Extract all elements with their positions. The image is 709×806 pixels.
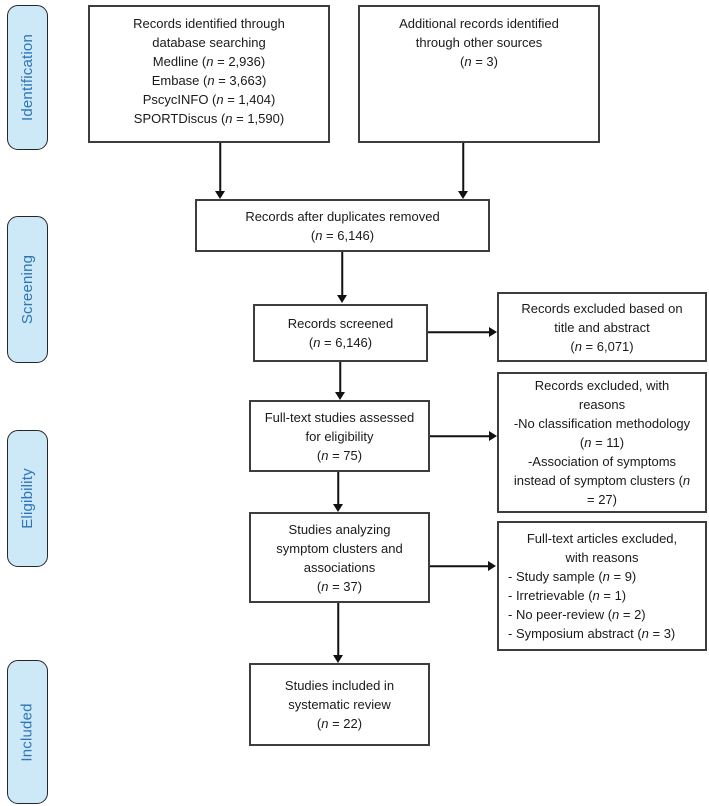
text-line: associations xyxy=(303,559,376,575)
box-other-sources: Additional records identified through oth… xyxy=(358,5,600,143)
text-line: symptom clusters and xyxy=(276,540,403,556)
text-line: PscycINFO (n = 1,404) xyxy=(142,92,276,107)
arrow-other-sources-to-duplicates xyxy=(458,143,468,199)
text-line-item: - Study sample (n = 9) xyxy=(508,569,637,584)
stage-screening-label: Screening xyxy=(19,254,37,325)
text-line: Records excluded based on xyxy=(521,300,683,316)
text-line: (n = 6,146) xyxy=(308,335,373,350)
arrow-clusters-to-included xyxy=(333,603,343,663)
text-line: instead of symptom clusters (n xyxy=(513,473,691,488)
box-symptom-clusters: Studies analyzing symptom clusters and ass… xyxy=(249,512,430,603)
text-line-item: - Symposium abstract (n = 3) xyxy=(508,626,676,641)
text-line: SPORTDiscus (n = 1,590) xyxy=(133,111,285,126)
text-line: (n = 75) xyxy=(316,447,363,463)
box-included-review: Studies included in systematic review (n =… xyxy=(249,663,430,746)
text-line: (n = 22) xyxy=(316,716,363,731)
text-line: Embase (n = 3,663) xyxy=(151,73,267,88)
arrow-screened-to-excluded xyxy=(428,327,497,337)
text-line: Medline (n = 2,936) xyxy=(152,54,266,69)
arrow-clusters-to-fulltext-excluded xyxy=(430,561,496,571)
text-line: (n = 6,071) xyxy=(570,338,634,354)
text-line: -No classification methodology xyxy=(513,416,691,431)
text-line: Records after duplicates removed xyxy=(245,208,440,224)
text-line: Records excluded, with xyxy=(534,378,670,393)
stage-identification-label: Identification xyxy=(19,33,36,122)
text-line: Studies analyzing xyxy=(288,521,391,537)
text-line: through other sources xyxy=(415,35,543,50)
stage-screening: Screening xyxy=(7,216,48,363)
box-excluded-title-abstract: Records excluded based on title and abstr… xyxy=(497,292,707,362)
text-line: Studies included in xyxy=(284,678,395,693)
box-database-search: Records identified through database searc… xyxy=(88,5,330,143)
text-line: title and abstract xyxy=(554,319,650,335)
text-line: for eligibility xyxy=(305,428,374,444)
arrow-fulltext-to-excluded-reasons xyxy=(430,431,497,441)
text-line: with reasons xyxy=(565,550,639,565)
text-line-item: - No peer-review (n = 2) xyxy=(508,607,646,622)
text-line: Records identified through xyxy=(133,16,285,31)
text-line: (n = 37) xyxy=(316,578,363,594)
arrow-screened-to-fulltext xyxy=(335,362,345,400)
text-line: Additional records identified xyxy=(399,16,559,31)
text-line: (n = 6,146) xyxy=(310,227,375,243)
arrow-database-to-duplicates xyxy=(215,143,225,199)
stage-included-label: Included xyxy=(19,702,36,762)
text-line: reasons xyxy=(578,397,626,412)
stage-identification: Identification xyxy=(7,5,48,150)
arrow-fulltext-to-clusters xyxy=(333,472,343,512)
stage-included: Included xyxy=(7,660,48,804)
text-line: Full-text articles excluded, xyxy=(526,531,678,546)
text-line-item: - Irretrievable (n = 1) xyxy=(508,588,627,603)
box-records-screened: Records screened (n = 6,146) xyxy=(253,304,428,362)
text-line: Records screened xyxy=(287,316,394,331)
stage-eligibility-label: Eligibility xyxy=(19,468,36,529)
box-fulltext-excluded: Full-text articles excluded, with reasons… xyxy=(497,521,707,651)
text-line: Full-text studies assessed xyxy=(264,409,415,425)
text-line: systematic review xyxy=(288,697,391,712)
box-duplicates-removed: Records after duplicates removed (n = 6,1… xyxy=(195,199,490,252)
text-line: = 27) xyxy=(587,492,617,507)
text-line: database searching xyxy=(152,35,266,50)
text-line: -Association of symptoms xyxy=(527,454,677,469)
box-fulltext-assessed: Full-text studies assessed for eligibilit… xyxy=(249,400,430,472)
text-line: (n = 11) xyxy=(579,435,625,450)
text-line: (n = 3) xyxy=(460,54,498,69)
stage-eligibility: Eligibility xyxy=(7,430,48,567)
arrow-duplicates-to-screened xyxy=(337,252,347,303)
box-excluded-with-reasons: Records excluded, with reasons -No classif… xyxy=(497,372,707,513)
